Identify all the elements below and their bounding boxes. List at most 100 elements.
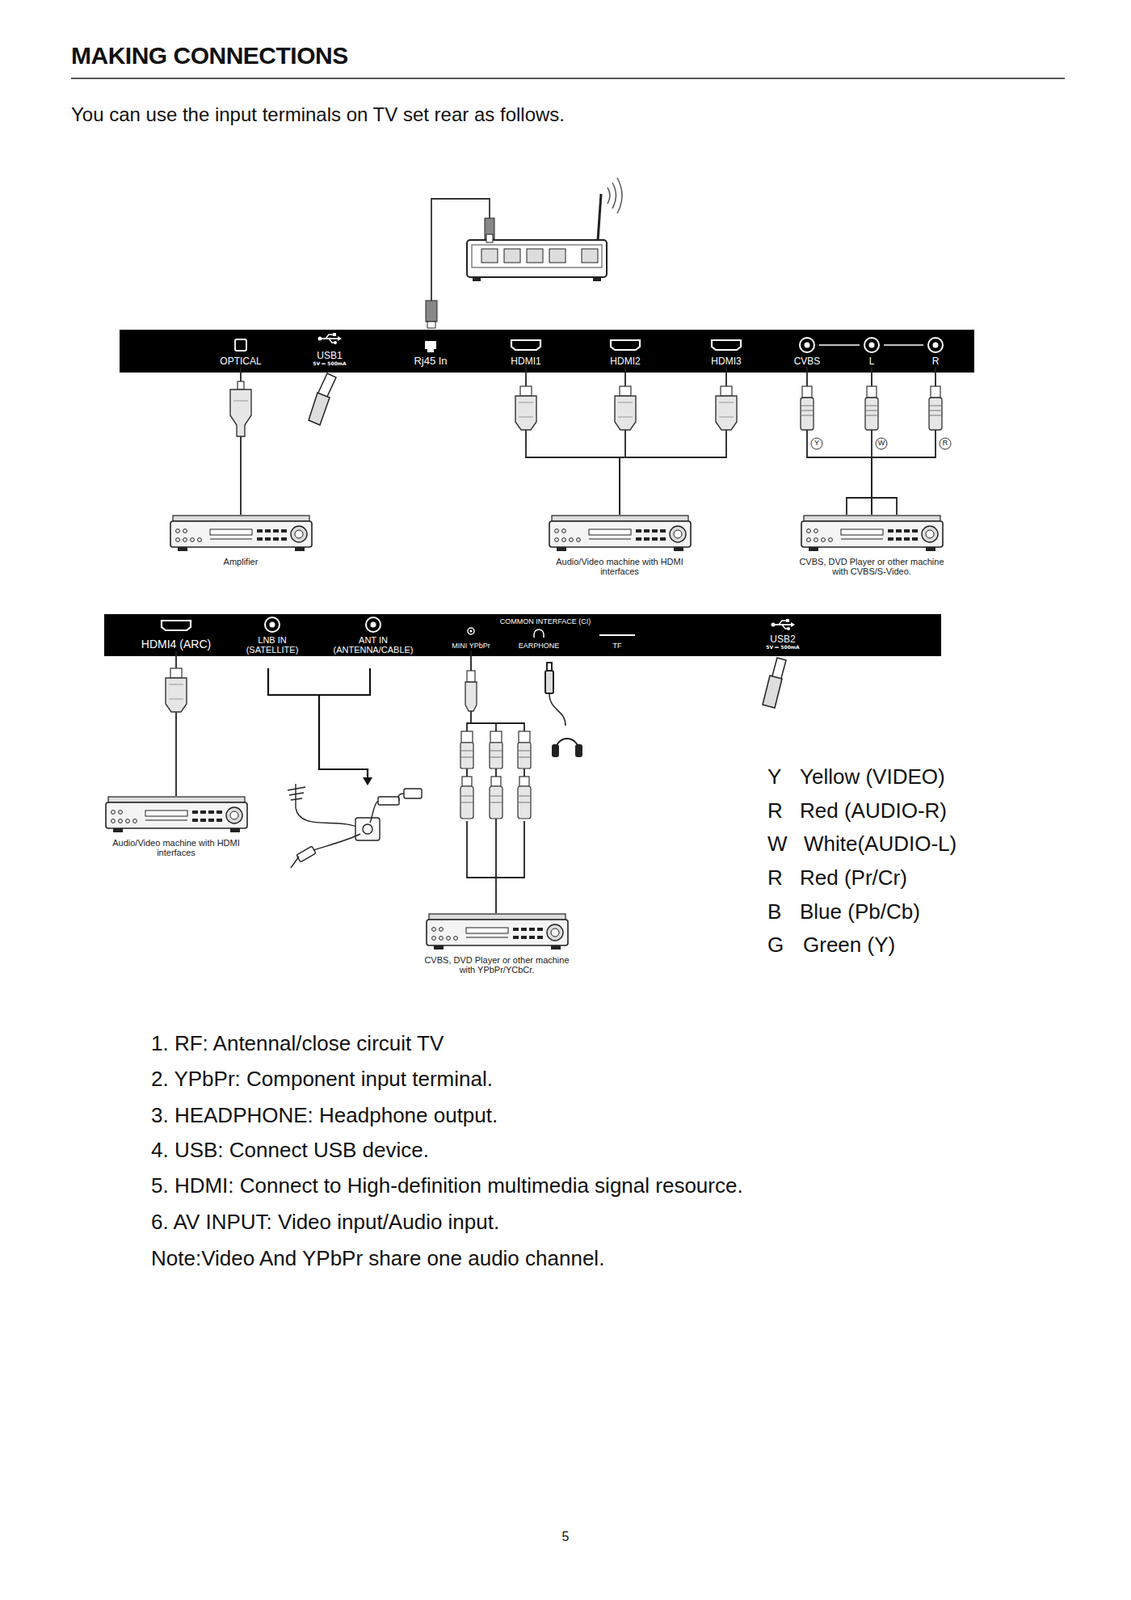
cable xyxy=(807,366,872,515)
device-drawing xyxy=(433,945,444,950)
port-icons xyxy=(467,627,475,635)
port-rating: 5V ⎓ 500mA xyxy=(765,644,799,651)
device-drawing xyxy=(189,538,194,543)
device-drawing xyxy=(200,810,207,814)
device-drawing xyxy=(105,802,248,829)
hdmi-plug xyxy=(165,386,737,712)
device-drawing xyxy=(226,807,243,824)
device-drawing xyxy=(651,529,658,533)
device-drawing xyxy=(177,546,188,551)
port-label: HDMI3 xyxy=(710,356,741,367)
device-drawing xyxy=(576,538,581,543)
device-drawing xyxy=(813,529,818,534)
antenna-illustration xyxy=(287,783,422,868)
cable-bracket xyxy=(466,723,525,732)
device-drawing xyxy=(806,538,811,543)
device-drawing xyxy=(529,935,535,939)
port-label: EARPHONE xyxy=(518,642,560,651)
cable xyxy=(871,366,936,515)
rca-plug xyxy=(800,379,814,430)
device-drawing xyxy=(182,529,187,534)
device-drawing xyxy=(887,529,894,533)
device-drawing xyxy=(551,515,689,522)
router xyxy=(549,248,566,263)
antenna-illustration xyxy=(290,798,303,800)
port-label-box: CVBS xyxy=(794,356,821,367)
legend-text: Blue (Pb/Cb) xyxy=(799,899,921,925)
headphones xyxy=(545,670,554,694)
device-drawing xyxy=(172,515,310,522)
device-drawing xyxy=(230,811,239,820)
device-drawing xyxy=(117,819,122,824)
legend-text: Green (Y) xyxy=(803,933,896,958)
device-drawing xyxy=(428,913,566,920)
device-drawing xyxy=(426,919,568,946)
device-drawing xyxy=(588,529,631,535)
legend-text: Red (AUDIO-R) xyxy=(799,798,947,824)
device-drawing xyxy=(643,529,650,533)
note-line: 1. RF: Antennal/close circuit TV xyxy=(151,1031,444,1056)
port-label: ANT IN (ANTENNA/CABLE) xyxy=(327,634,419,655)
device-drawing xyxy=(208,818,215,822)
port-icons xyxy=(365,617,381,632)
device-drawing xyxy=(170,515,312,551)
rca-plug xyxy=(800,379,942,430)
antenna-illustration xyxy=(403,788,422,799)
port-icons xyxy=(470,630,473,633)
note-line: 4. USB: Connect USB device. xyxy=(151,1138,429,1163)
device-drawing xyxy=(895,537,902,541)
device-drawing xyxy=(635,529,642,533)
device-label: CVBS, DVD Player or other machine with C… xyxy=(798,556,945,577)
device-drawing xyxy=(425,912,569,951)
antenna-wiring xyxy=(362,777,373,786)
antenna-illustration xyxy=(313,833,361,850)
note-line: 5. HDMI: Connect to High-definition mult… xyxy=(151,1173,744,1199)
legend-letter: R xyxy=(767,866,783,891)
device-drawing xyxy=(281,537,287,541)
router xyxy=(526,248,543,263)
port-label: MINI YPbPr xyxy=(451,642,490,651)
title-rule xyxy=(71,77,1065,80)
hdmi-plug xyxy=(165,668,187,712)
port-label: CVBS xyxy=(794,356,821,367)
device-drawing xyxy=(273,529,279,533)
legend-text: White(AUDIO-L) xyxy=(803,832,957,857)
device-drawing xyxy=(556,546,567,551)
color-tag xyxy=(939,437,951,450)
device-drawing xyxy=(125,819,130,824)
color-tag xyxy=(875,437,888,450)
device-drawing xyxy=(673,546,684,551)
network-cable xyxy=(486,234,493,243)
port-icons xyxy=(161,617,795,638)
device-drawing xyxy=(921,525,938,543)
port-label-box: HDMI4 (ARC) xyxy=(141,638,211,651)
device-drawing xyxy=(669,525,686,543)
router xyxy=(481,248,498,263)
port-icons xyxy=(235,339,247,351)
device-box: CVBS, DVD Player or other machine with Y… xyxy=(420,912,574,975)
rear-panel xyxy=(119,329,975,373)
port-icons xyxy=(161,620,191,631)
device-drawing xyxy=(512,927,519,931)
device-drawing xyxy=(813,538,818,543)
headphones xyxy=(555,738,579,750)
usb-stick xyxy=(762,657,787,708)
device-drawing xyxy=(113,828,123,833)
router xyxy=(466,177,623,282)
legend-letter: B xyxy=(767,899,782,925)
device-drawing xyxy=(925,546,936,551)
port-label: Rj45 In xyxy=(413,355,447,367)
device-drawing xyxy=(466,927,509,934)
device-drawing xyxy=(673,529,682,539)
antenna-illustration xyxy=(294,783,296,808)
device-drawing xyxy=(803,515,941,522)
device-drawing xyxy=(453,936,458,941)
antenna-illustration xyxy=(355,817,380,841)
port-label: HDMI2 xyxy=(609,356,640,367)
legend-letter: W xyxy=(767,832,788,857)
antenna-illustration xyxy=(287,786,306,791)
port-label: OPTICAL xyxy=(219,356,261,367)
device-drawing xyxy=(568,538,573,543)
cable xyxy=(525,366,620,515)
device-drawing xyxy=(208,810,215,814)
